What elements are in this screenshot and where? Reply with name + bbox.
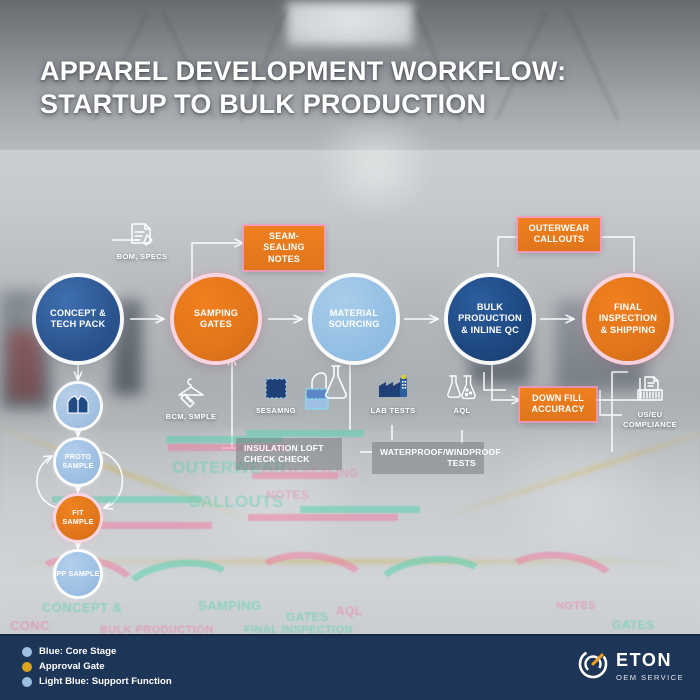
sample-label-line1: PP xyxy=(56,568,67,578)
icon-label-text: AQL xyxy=(453,406,471,416)
callout-line-1: SEAM-SEALING xyxy=(263,231,305,253)
brand-subtitle: OEM SERVICE xyxy=(615,673,684,682)
stage-node-bulk-production[interactable]: BULK PRODUCTION & INLINE QC xyxy=(448,277,532,361)
stage-label-line2: & SHIPPING xyxy=(600,324,656,335)
stage-node-sampling[interactable]: SAMPING GATES xyxy=(174,277,258,361)
brand-text: ETON OEM SERVICE xyxy=(616,651,684,682)
sample-node-fit[interactable]: FIT SAMPLE xyxy=(56,496,100,540)
brand-logo: ETON OEM SERVICE xyxy=(577,648,684,685)
fabric-swatch-icon xyxy=(242,376,310,404)
stage-label-line2: SOURCING xyxy=(328,319,380,329)
legend-label: Approval Gate xyxy=(39,661,105,672)
jacket-icon xyxy=(66,394,90,419)
stage-label-line1: BULK PRODUCTION xyxy=(458,301,522,324)
legend-item-core-stage: Blue: Core Stage xyxy=(22,644,172,659)
legend-item-support-function: Light Blue: Support Function xyxy=(22,674,172,689)
title-line-1: APPAREL DEVELOPMENT WORKFLOW: xyxy=(40,56,567,86)
brand-name: ETON xyxy=(615,650,673,670)
sample-label-line2: SAMPLE xyxy=(62,517,94,526)
callout-down-fill[interactable]: DOWN FILL ACCURACY xyxy=(520,388,596,421)
icon-label-text: 5ESAMNG xyxy=(256,406,296,416)
callout-line-2: ACCURACY xyxy=(531,404,585,415)
sample-label-line2: SAMPLE xyxy=(62,461,94,470)
support-box-line-1: INSULATION LOFT CHECK xyxy=(244,443,324,465)
stage-label-line1: SAMPING xyxy=(193,307,239,318)
legend: Blue: Core Stage Approval Gate Light Blu… xyxy=(22,644,172,689)
support-box-line-2: TESTS xyxy=(447,458,476,469)
hanger-ruler-icon xyxy=(152,376,230,410)
stage-label-line2: & INLINE QC xyxy=(461,324,519,335)
document-stack-icon xyxy=(614,376,686,408)
hanging-swatch-icon xyxy=(298,370,344,423)
icon-label-text: BCM, SMPLE xyxy=(165,412,217,422)
callout-seam-sealing[interactable]: SEAM-SEALING NOTES xyxy=(244,226,324,270)
icon-label-text-2: COMPLIANCE xyxy=(622,419,678,429)
icon-label-text: BOM, SPECS xyxy=(116,252,168,262)
page-title: APPAREL DEVELOPMENT WORKFLOW: STARTUP TO… xyxy=(40,55,600,121)
legend-label: Blue: Core Stage xyxy=(39,646,117,657)
document-pencil-icon xyxy=(104,222,180,250)
sample-node-garment[interactable] xyxy=(56,384,100,428)
stage-label-line1: MATERIAL xyxy=(329,307,379,318)
flask-icon xyxy=(318,362,354,409)
callout-line-1: OUTERWEAR xyxy=(528,223,590,233)
eton-spiral-logo-icon xyxy=(577,648,609,685)
stage-node-material-sourcing[interactable]: MATERIAL SOURCING xyxy=(312,277,396,361)
footer-divider xyxy=(0,634,700,636)
support-box-waterproof: WATERPROOF/WINDPROOF TESTS xyxy=(372,442,501,475)
stage-node-concept[interactable]: CONCEPT & TECH PACK xyxy=(36,277,120,361)
icon-label-fabric-swatch: 5ESAMNG xyxy=(242,376,310,416)
footer-bar: Blue: Core Stage Approval Gate Light Blu… xyxy=(0,634,700,700)
support-box-line-1: WATERPROOF/WINDPROOF xyxy=(380,447,501,457)
callout-line-2: CALLOUTS xyxy=(533,234,585,245)
sample-node-pp[interactable]: PP SAMPLE xyxy=(56,552,100,596)
legend-dot xyxy=(22,676,32,687)
icon-label-compliance: US/EU COMPLIANCE xyxy=(614,376,686,429)
legend-label: Light Blue: Support Function xyxy=(39,676,172,687)
support-box-insulation-loft: INSULATION LOFT CHECK CHECK xyxy=(236,438,342,471)
sample-label-line1: FIT xyxy=(72,508,84,518)
icon-label-bom-sample: BCM, SMPLE xyxy=(152,376,230,422)
icon-label-lab-tests: LAB TESTS xyxy=(362,374,424,416)
legend-dot xyxy=(22,646,32,657)
icon-label-bom-specs: BOM, SPECS xyxy=(104,222,180,262)
icon-label-text: LAB TESTS xyxy=(370,406,416,416)
stage-label-line1: FINAL INSPECTION xyxy=(598,301,658,324)
sample-node-proto[interactable]: PROTO SAMPLE xyxy=(56,440,100,484)
callout-line-2: NOTES xyxy=(267,253,300,264)
stage-label-line2: TECH PACK xyxy=(50,319,106,329)
sample-label-line2: SAMPLE xyxy=(68,568,100,578)
legend-item-approval-gate: Approval Gate xyxy=(22,659,172,674)
icon-label-text: US/EU xyxy=(637,410,663,420)
legend-dot xyxy=(22,661,32,672)
flasks-icon xyxy=(432,374,492,404)
callout-line-1: DOWN FILL xyxy=(532,393,584,403)
stage-node-final-inspection[interactable]: FINAL INSPECTION & SHIPPING xyxy=(586,277,670,361)
factory-icon xyxy=(362,374,424,404)
callout-outerwear[interactable]: OUTERWEAR CALLOUTS xyxy=(518,218,600,251)
stage-label-line1: CONCEPT & xyxy=(50,307,106,318)
sample-label-line1: PROTO xyxy=(64,452,92,462)
support-box-line-2: CHECK xyxy=(278,454,310,465)
icon-label-aql: AQL xyxy=(432,374,492,416)
stage-label-line2: GATES xyxy=(200,319,232,329)
title-line-2: STARTUP TO BULK PRODUCTION xyxy=(40,88,487,119)
